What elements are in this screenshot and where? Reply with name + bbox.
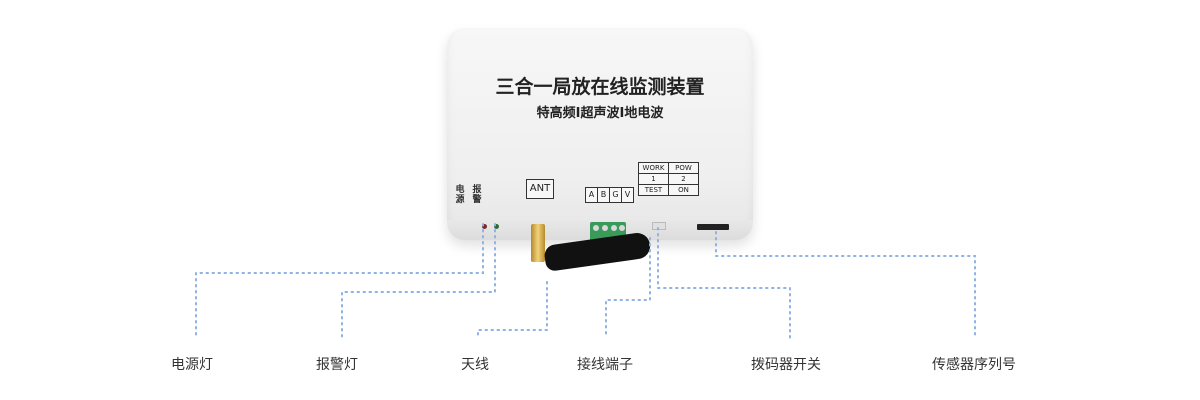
device-body: 三合一局放在线监测装置 特高频I超声波I地电波 电源 报警 ANT A B G … — [447, 28, 753, 242]
callout-alarm-light: 报警灯 — [316, 357, 358, 373]
terminal-letters: A B G V — [585, 187, 634, 203]
alarm-led — [494, 224, 499, 229]
leader-line-dip — [657, 227, 791, 339]
sensor-serial-port — [697, 224, 729, 230]
alarm-label: 报警 — [472, 185, 482, 205]
callout-dip-switch: 拨码器开关 — [751, 357, 821, 373]
dip-switch-table: WORK POW 1 2 TEST ON — [638, 162, 699, 196]
leader-line-power — [195, 223, 484, 339]
callout-antenna: 天线 — [461, 357, 489, 373]
ant-label: ANT — [526, 179, 554, 199]
device-subtitle: 特高频I超声波I地电波 — [536, 106, 664, 121]
terminal-letter: G — [609, 187, 622, 203]
terminal-letter: V — [621, 187, 634, 203]
leader-line-antenna — [477, 281, 548, 339]
leader-line-serial — [715, 231, 976, 339]
callout-sensor-serial: 传感器序列号 — [932, 357, 1016, 373]
power-label: 电源 — [455, 185, 465, 205]
leader-line-alarm — [341, 223, 496, 339]
antenna-connector — [531, 224, 545, 262]
power-led — [482, 224, 487, 229]
leader-line-terminal — [605, 237, 651, 339]
device-title: 三合一局放在线监测装置 — [495, 76, 705, 98]
callout-terminal: 接线端子 — [577, 357, 633, 373]
callout-power-light: 电源灯 — [171, 357, 213, 373]
dip-cell: ON — [668, 184, 699, 196]
